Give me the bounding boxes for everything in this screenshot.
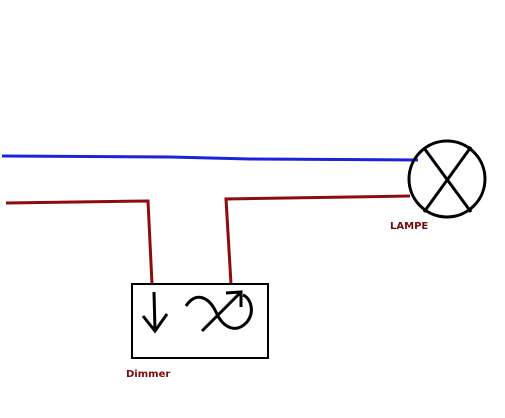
dimmer-box: [131, 283, 269, 359]
dimmer-curve-icon: [184, 290, 253, 333]
lamp-label: LAMPE: [390, 221, 429, 232]
dimmer-symbol: [131, 283, 269, 359]
phase-wire-output: [224, 194, 411, 285]
neutral-wire: [1, 154, 419, 162]
down-arrow-icon: [141, 291, 169, 334]
lamp-circle: [407, 139, 487, 219]
lamp-symbol: [407, 139, 487, 219]
dimmer-label: Dimmer: [126, 369, 171, 380]
lamp-cross-line-2: [422, 146, 473, 213]
phase-wire-input: [5, 199, 154, 285]
